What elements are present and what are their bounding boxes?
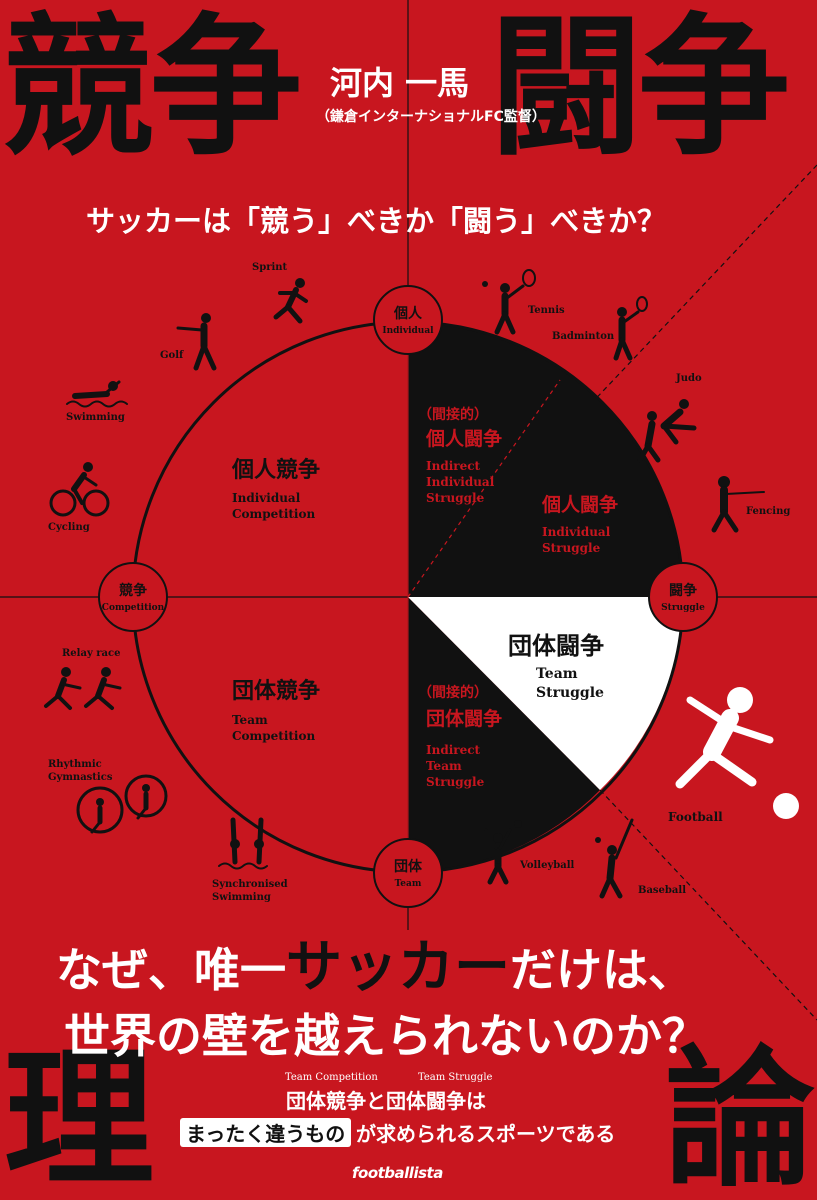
individual-competition-en: Individual Competition <box>232 490 315 522</box>
label-baseball: Baseball <box>638 885 686 896</box>
golf-pictogram <box>176 313 217 371</box>
team-competition-title: 団体競争 <box>232 679 321 704</box>
indirect-individual-en1: Indirect <box>426 459 481 473</box>
node-individual-en: Individual <box>382 326 434 336</box>
individual-struggle-title: 個人闘争 <box>542 494 619 516</box>
label-golf: Golf <box>160 350 184 361</box>
indirect-individual-en2: Individual <box>426 475 495 489</box>
label-tennis: Tennis <box>528 305 565 316</box>
individual-struggle-en2: Struggle <box>542 541 601 555</box>
judo-pictogram <box>637 399 697 463</box>
individual-competition-en1: Individual <box>232 491 301 505</box>
label-badminton: Badminton <box>552 331 615 342</box>
label-rhythmic-2: Gymnastics <box>48 772 113 783</box>
individual-competition-en2: Competition <box>232 507 316 521</box>
catch-1b: サッカー <box>286 935 510 1000</box>
catch-line-2: 世界の壁を越えられないのか？ <box>64 1009 708 1063</box>
cycling-pictogram <box>49 462 110 517</box>
node-individual-ja: 個人 <box>394 306 422 322</box>
label-swimming: Swimming <box>66 412 125 423</box>
node-struggle-ja: 闘争 <box>669 583 697 599</box>
author-affiliation: （鎌倉インターナショナルFC監督） <box>316 109 546 125</box>
node-competition-ja: 競争 <box>119 583 147 599</box>
title-left-bottom: 理 <box>4 1033 155 1200</box>
swimming-pictogram <box>66 380 128 408</box>
individual-struggle-en1: Individual <box>542 525 611 539</box>
label-rhythmic-1: Rhythmic <box>48 759 102 770</box>
tagline-line-2: が求められるスポーツである <box>356 1122 616 1146</box>
badminton-pictogram <box>613 296 648 361</box>
synchronised-swimming-pictogram <box>218 817 268 870</box>
indirect-team-en1: Indirect <box>426 743 481 757</box>
team-competition-en: Team Competition <box>232 712 315 744</box>
fencing-pictogram <box>711 476 765 533</box>
indirect-individual-pre: （間接的） <box>418 407 488 423</box>
publisher-logo: footballista <box>352 1164 443 1182</box>
tennis-pictogram <box>482 269 536 335</box>
tagline-line-1: 団体競争と団体闘争は <box>286 1089 486 1113</box>
label-synchro-2: Swimming <box>212 892 271 903</box>
label-sprint: Sprint <box>252 262 288 273</box>
baseball-pictogram <box>595 818 634 899</box>
indirect-individual-title: 個人闘争 <box>426 428 503 450</box>
indirect-team-en3: Struggle <box>426 775 485 789</box>
label-synchro: Synchronised Swimming <box>212 878 288 904</box>
team-competition-en1: Team <box>232 713 268 727</box>
relay-race-pictogram <box>44 667 122 710</box>
subtitle: サッカーは「競う」べきか「闘う」べきか？ <box>86 204 667 238</box>
node-competition: 競争 Competition <box>98 562 168 632</box>
catch-1a: なぜ、唯一 <box>56 943 286 997</box>
ruby-team-struggle: Team Struggle <box>418 1072 493 1083</box>
ruby-team-competition: Team Competition <box>285 1072 378 1083</box>
indirect-individual-en: Indirect Individual Struggle <box>426 458 494 506</box>
rhythmic-gymnastics-pictogram <box>76 774 168 834</box>
node-competition-en: Competition <box>101 603 165 613</box>
catch-line-1: なぜ、唯一サッカーだけは、 <box>56 922 694 1003</box>
label-fencing: Fencing <box>746 506 791 517</box>
author-name: 河内 一馬 <box>330 64 470 102</box>
team-struggle-en1: Team <box>536 666 578 682</box>
label-football: Football <box>668 810 723 824</box>
node-individual: 個人 Individual <box>373 285 443 355</box>
volleyball-pictogram <box>484 820 522 885</box>
label-relay-race: Relay race <box>62 648 121 659</box>
title-left-top: 競争 <box>2 0 302 176</box>
node-team-en: Team <box>394 879 422 889</box>
label-synchro-1: Synchronised <box>212 879 288 890</box>
title-right-top: 闘争 <box>490 0 790 176</box>
indirect-team-en: Indirect Team Struggle <box>426 742 484 790</box>
node-team: 団体 Team <box>373 838 443 908</box>
label-rhythmic: Rhythmic Gymnastics <box>48 758 112 784</box>
individual-struggle-en: Individual Struggle <box>542 524 610 556</box>
indirect-team-en2: Team <box>426 759 462 773</box>
indirect-individual-en3: Struggle <box>426 491 485 505</box>
title-right-bottom: 論 <box>665 1033 816 1200</box>
team-competition-en2: Competition <box>232 729 316 743</box>
node-struggle-en: Struggle <box>661 603 705 613</box>
team-struggle-en2: Struggle <box>536 685 604 701</box>
label-cycling: Cycling <box>48 522 90 533</box>
football-pictogram <box>675 687 799 819</box>
label-volleyball: Volleyball <box>520 860 575 871</box>
tagline-highlight: まったく違うもの <box>180 1118 352 1147</box>
label-judo: Judo <box>676 373 702 384</box>
node-struggle: 闘争 Struggle <box>648 562 718 632</box>
team-struggle-en: Team Struggle <box>536 665 604 703</box>
team-struggle-title: 団体闘争 <box>508 632 604 660</box>
sprint-pictogram <box>273 278 308 324</box>
indirect-team-pre: （間接的） <box>418 685 488 701</box>
indirect-team-title: 団体闘争 <box>426 708 503 730</box>
node-team-ja: 団体 <box>394 859 422 875</box>
individual-competition-title: 個人競争 <box>232 458 321 483</box>
catch-1c: だけは、 <box>510 943 694 997</box>
